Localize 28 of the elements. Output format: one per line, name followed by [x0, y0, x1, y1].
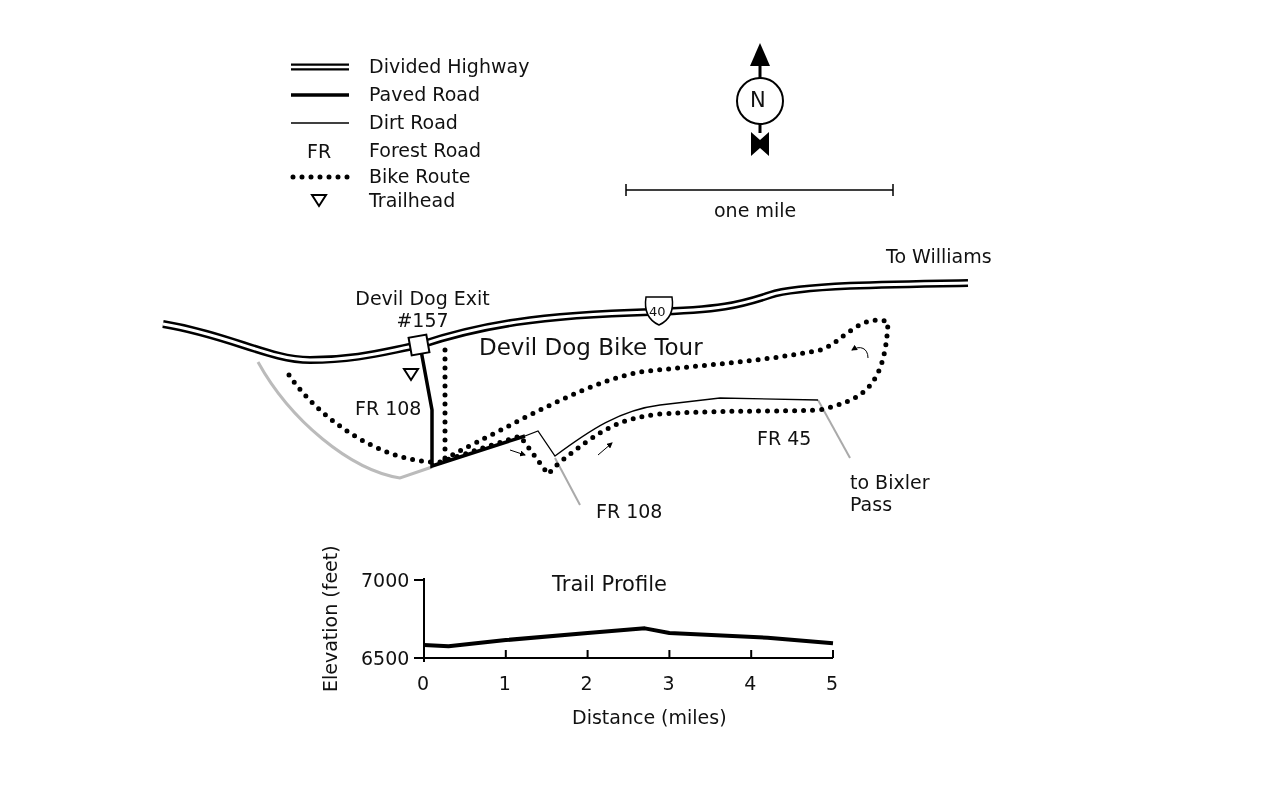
axis-title: Elevation (feet): [319, 545, 341, 692]
tick-label: 1: [498, 672, 511, 694]
tick-label: 6500: [361, 647, 410, 669]
map-abbreviation: FR: [307, 140, 332, 162]
road-label: FR 108: [596, 500, 663, 522]
tick-label: 2: [580, 672, 593, 694]
compass-letter: N: [750, 89, 766, 111]
legend-label: Dirt Road: [369, 111, 458, 133]
tick-label: 3: [662, 672, 675, 694]
legend-label: Paved Road: [369, 83, 480, 105]
route-number: 40: [649, 303, 666, 321]
exit-label: Devil Dog Exit #157: [354, 287, 491, 331]
road-label: FR 45: [757, 427, 812, 449]
tick-label: 5: [826, 672, 839, 694]
tick-label: 7000: [361, 569, 410, 591]
scale-label: one mile: [714, 199, 797, 221]
legend-label: Divided Highway: [369, 55, 530, 77]
tick-label: 4: [744, 672, 757, 694]
legend-label: Trailhead: [369, 189, 456, 211]
map-title: Devil Dog Bike Tour: [479, 336, 703, 358]
destination-label: To Williams: [886, 245, 992, 267]
destination-label: to Bixler Pass: [850, 471, 931, 515]
road-label: FR 108: [355, 397, 422, 419]
legend-label: Forest Road: [369, 139, 482, 161]
axis-title: Distance (miles): [572, 706, 727, 728]
tick-label: 0: [417, 672, 430, 694]
legend-label: Bike Route: [369, 165, 471, 187]
chart-title: Trail Profile: [552, 573, 667, 595]
